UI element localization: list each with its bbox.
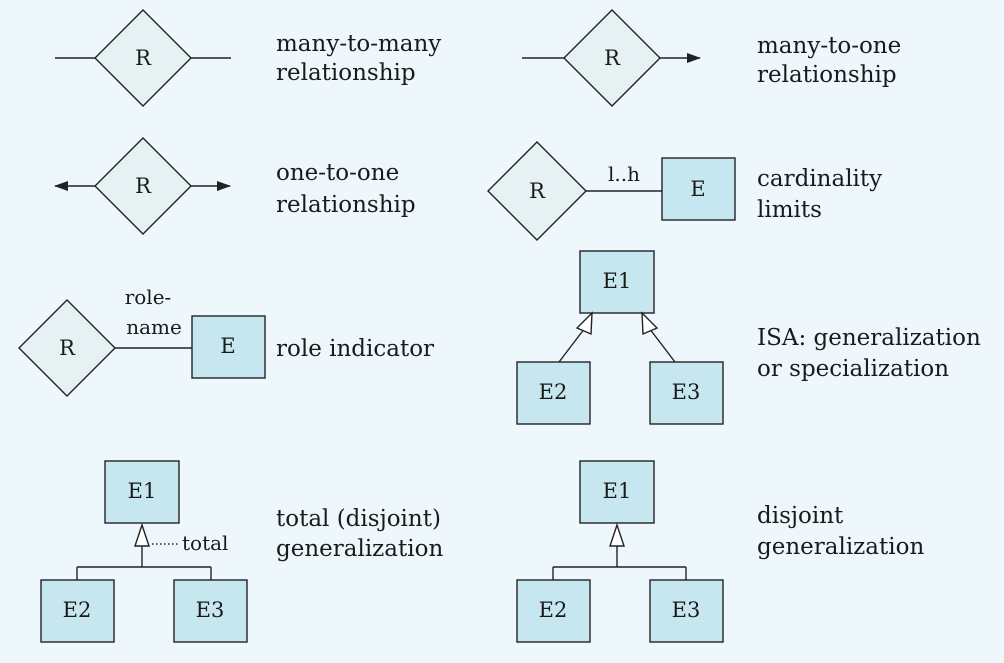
total-label-line1: total (disjoint) xyxy=(276,506,441,532)
isa-symbol: E1 E2 E3 xyxy=(516,250,724,425)
hollow-triangle-icon xyxy=(609,522,625,547)
relationship-diamond xyxy=(18,299,116,397)
child-entity-box xyxy=(40,579,115,643)
relationship-diamond xyxy=(563,9,661,107)
child-entity-name: E2 xyxy=(63,598,92,622)
relationship-name: R xyxy=(135,174,152,198)
total-generalization-symbol: E1 total E2 E3 xyxy=(40,460,248,643)
role-indicator-label: role indicator xyxy=(276,336,434,362)
cardinality-label-line1: cardinality xyxy=(757,166,882,192)
child-entity-box xyxy=(649,579,724,643)
relationship-name: R xyxy=(135,46,152,70)
total-marker-text: total xyxy=(182,531,228,555)
role-name-line2: name xyxy=(126,315,182,339)
cardinality-limits-text: l..h xyxy=(608,162,640,186)
parent-entity-name: E1 xyxy=(603,269,632,293)
isa-label-line2: or specialization xyxy=(757,356,949,382)
child-entity-box xyxy=(516,579,591,643)
many-to-one-symbol: R xyxy=(522,9,701,107)
one-to-one-symbol: R xyxy=(54,137,231,235)
parent-entity-name: E1 xyxy=(128,479,157,503)
relationship-diamond xyxy=(94,9,192,107)
many-to-one-label-line1: many-to-one xyxy=(757,33,901,59)
hollow-triangle-icon xyxy=(575,311,593,336)
disjoint-generalization-symbol: E1 E2 E3 xyxy=(516,460,724,643)
parent-entity-box xyxy=(579,460,655,524)
many-to-many-symbol: R xyxy=(55,9,231,107)
relationship-name: R xyxy=(604,46,621,70)
isa-label-line1: ISA: generalization xyxy=(757,325,981,351)
child-entity-name: E2 xyxy=(539,598,568,622)
many-to-many-label-line1: many-to-many xyxy=(276,31,441,57)
many-to-many-label-line2: relationship xyxy=(276,60,416,86)
disjoint-label-line2: generalization xyxy=(757,534,924,560)
relationship-name: R xyxy=(529,179,546,203)
cardinality-symbol: R l..h E xyxy=(487,141,736,241)
relationship-diamond xyxy=(487,141,587,241)
child-entity-name: E2 xyxy=(539,380,568,404)
relationship-name: R xyxy=(59,336,76,360)
one-to-one-label-line2: relationship xyxy=(276,192,416,218)
entity-box xyxy=(661,157,736,221)
many-to-one-label-line2: relationship xyxy=(757,62,897,88)
child-entity-box xyxy=(516,361,591,425)
parent-entity-box xyxy=(104,460,180,524)
role-name-line1: role- xyxy=(125,285,172,309)
child-entity-name: E3 xyxy=(196,598,225,622)
entity-name: E xyxy=(220,334,235,358)
total-label-line2: generalization xyxy=(276,536,443,562)
child-entity-box xyxy=(649,361,724,425)
child-entity-box xyxy=(173,579,248,643)
entity-box xyxy=(191,315,266,379)
relationship-diamond xyxy=(94,137,192,235)
role-indicator-symbol: R role- name E xyxy=(18,285,266,397)
one-to-one-label-line1: one-to-one xyxy=(276,160,399,186)
parent-entity-name: E1 xyxy=(603,479,632,503)
cardinality-label-line2: limits xyxy=(757,197,822,223)
entity-name: E xyxy=(690,177,705,201)
child-entity-name: E3 xyxy=(672,598,701,622)
disjoint-label-line1: disjoint xyxy=(757,503,844,529)
child-entity-name: E3 xyxy=(672,380,701,404)
parent-entity-box xyxy=(579,250,655,314)
hollow-triangle-icon xyxy=(641,311,659,336)
hollow-triangle-icon xyxy=(134,522,150,547)
